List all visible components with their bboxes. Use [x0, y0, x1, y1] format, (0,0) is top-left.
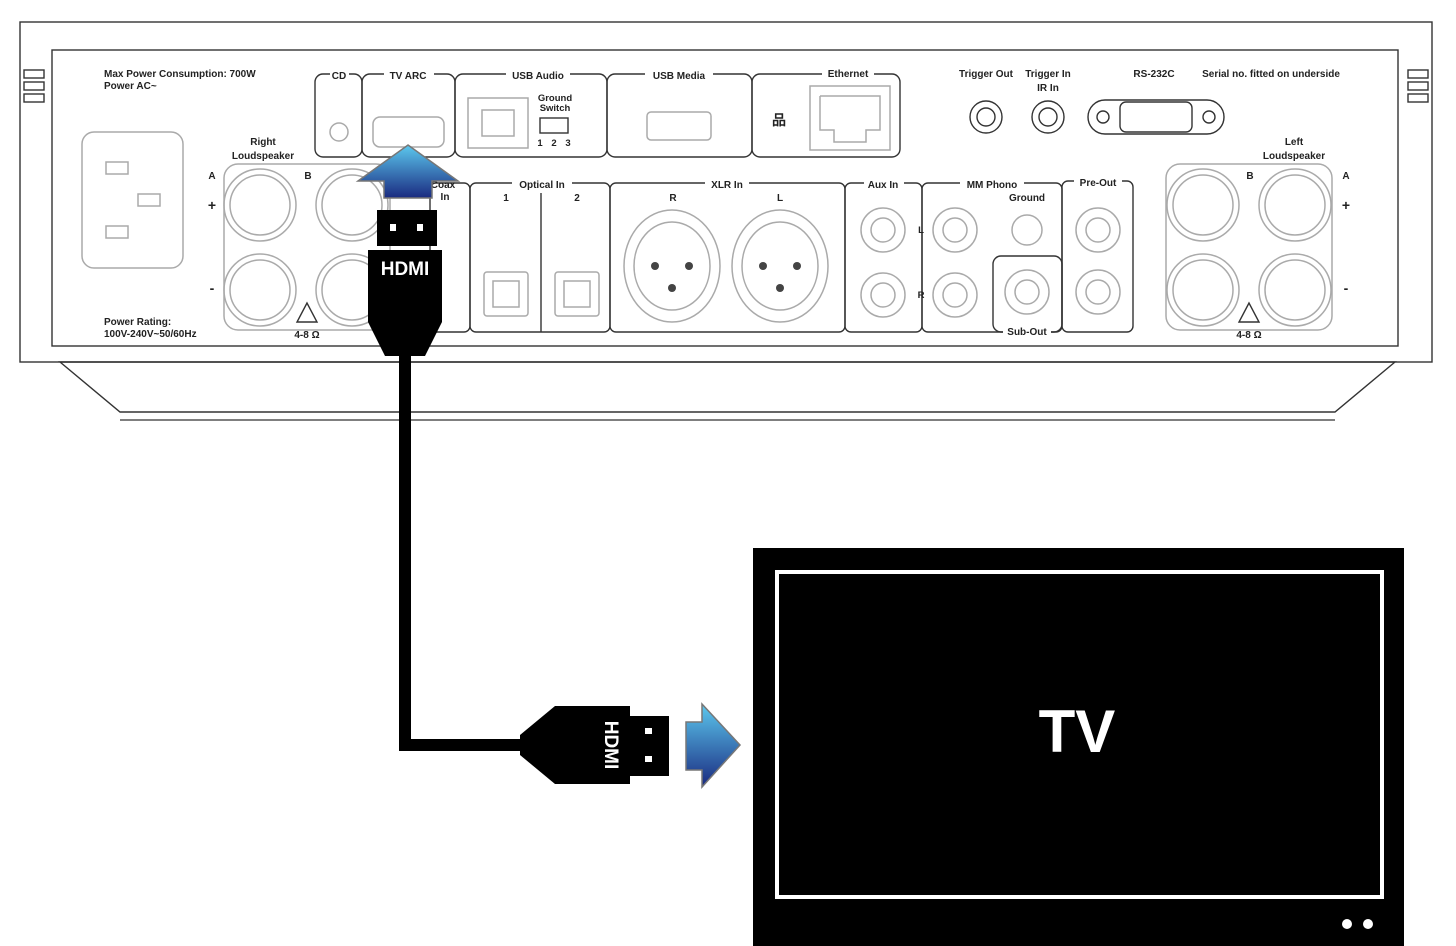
tv-indicator-dot	[1342, 919, 1352, 929]
tv-indicator-dot	[1363, 919, 1373, 929]
power-rating-title: Power Rating:	[104, 317, 171, 328]
power-ac-label: Power AC~	[104, 81, 157, 92]
arrow-right-icon	[685, 702, 742, 789]
ethernet-label: Ethernet	[828, 69, 869, 80]
xlr-r-label: R	[669, 193, 677, 204]
ground-switch-label: Ground	[538, 93, 572, 104]
coax-label: Coax	[431, 180, 456, 191]
xlr-pins	[651, 262, 801, 292]
aux-in-label: Aux In	[868, 180, 899, 191]
optical-in-label: Optical In	[519, 180, 565, 191]
usb-audio-label: USB Audio	[512, 71, 564, 82]
arrow-up-icon	[355, 144, 461, 199]
switch-pos-2: 2	[551, 138, 556, 149]
rs232c-port	[1087, 99, 1225, 135]
right-binding-posts	[223, 163, 391, 331]
pre-out-label: Pre-Out	[1080, 178, 1117, 189]
hdmi-label-top: HDMI	[381, 259, 430, 280]
vent-left-icon	[23, 69, 45, 103]
channel-l-label: L	[918, 225, 924, 236]
tv: TV	[753, 548, 1404, 946]
panel-outline	[51, 49, 1399, 347]
terminal-b-label: B	[304, 171, 311, 182]
vent-right-icon	[1407, 69, 1429, 103]
xlr-l-label: L	[777, 193, 783, 204]
hdmi-cable	[399, 355, 530, 751]
optical-2-label: 2	[574, 193, 580, 204]
optical-1-label: 1	[503, 193, 509, 204]
tv-screen	[775, 570, 1384, 899]
terminal-b-label-left: B	[1246, 171, 1253, 182]
minus-label: -	[210, 280, 215, 296]
impedance-label-left: 4-8 Ω	[1236, 330, 1261, 341]
impedance-label-right: 4-8 Ω	[294, 330, 319, 341]
trigger-in-label: Trigger In	[1025, 69, 1071, 80]
plus-label-left: +	[1342, 197, 1350, 213]
tv-label: TV	[1039, 698, 1116, 765]
ir-in-label: IR In	[1037, 83, 1059, 94]
left-speaker-label: Left	[1285, 137, 1304, 148]
cd-coax-port	[329, 122, 349, 142]
trigger-jacks	[969, 100, 1065, 134]
trigger-out-label: Trigger Out	[959, 69, 1014, 80]
hdmi-plug-top: HDMI	[368, 210, 442, 356]
usb-b-port	[467, 97, 529, 149]
chassis-base	[58, 361, 1397, 413]
network-icon: 品	[772, 112, 786, 128]
mm-phono-label: MM Phono	[967, 180, 1018, 191]
warning-icon-left	[1237, 301, 1261, 323]
coax-in-label: In	[441, 192, 450, 203]
ground-switch	[539, 117, 569, 134]
channel-r-label: R	[918, 290, 925, 301]
left-binding-posts	[1165, 163, 1333, 331]
minus-label-left: -	[1344, 280, 1349, 296]
ethernet-port	[809, 85, 891, 151]
usb-media-label: USB Media	[653, 71, 706, 82]
lower-connectors	[483, 207, 1121, 323]
right-speaker-label-2: Loudspeaker	[232, 151, 294, 162]
left-speaker-label-2: Loudspeaker	[1263, 151, 1325, 162]
tv-arc-label: TV ARC	[390, 71, 427, 82]
xlr-in-label: XLR In	[711, 180, 743, 191]
terminal-a-label-left: A	[1342, 171, 1349, 182]
switch-pos-3: 3	[565, 138, 570, 149]
hdmi-plug-side: HDMI	[520, 706, 669, 784]
terminal-a-label: A	[208, 171, 215, 182]
warning-icon	[295, 301, 319, 323]
usb-a-port	[646, 111, 712, 141]
serial-note: Serial no. fitted on underside	[1202, 69, 1340, 80]
power-inlet	[81, 131, 184, 269]
sub-out-label: Sub-Out	[1007, 327, 1047, 338]
rs232c-label: RS-232C	[1133, 69, 1174, 80]
plus-label: +	[208, 197, 216, 213]
switch-pos-1: 1	[537, 138, 543, 149]
max-power-label: Max Power Consumption: 700W	[104, 69, 256, 80]
right-speaker-label: Right	[250, 137, 276, 148]
power-rating-value: 100V-240V~50/60Hz	[104, 329, 197, 340]
hdmi-arc-port	[372, 116, 445, 148]
cd-label: CD	[332, 71, 346, 82]
ground-label: Ground	[1009, 193, 1045, 204]
amplifier-rear-panel: Max Power Consumption: 700W Power AC~ Po…	[19, 21, 1433, 421]
chassis-outline	[19, 21, 1433, 363]
ground-switch-label-2: Switch	[540, 103, 571, 114]
hdmi-label-side: HDMI	[600, 721, 621, 770]
